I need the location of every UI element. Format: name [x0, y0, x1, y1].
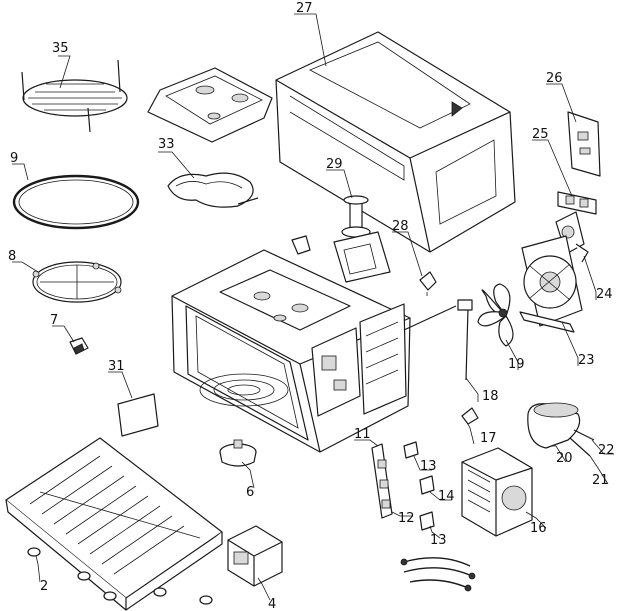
- leader-lines: [12, 13, 614, 601]
- callout-21: 21: [592, 473, 609, 488]
- callout-8: 8: [8, 249, 16, 264]
- part-17-spacer: [461, 407, 479, 425]
- callout-24: 24: [596, 287, 613, 302]
- callout-28: 28: [392, 219, 409, 234]
- part-29-stirrer: [291, 195, 391, 283]
- part-14-switch: [419, 475, 435, 495]
- part-9-ring: [12, 174, 140, 230]
- part-19-fan-blade: [477, 283, 514, 347]
- part-2-feet: [27, 547, 213, 605]
- part-28-support: [419, 271, 437, 296]
- part-13-switch-a: [403, 441, 419, 459]
- callout-35: 35: [52, 41, 69, 56]
- part-18-wire: [457, 299, 473, 381]
- callout-20: 20: [556, 451, 573, 466]
- callout-26: 26: [546, 71, 563, 86]
- callout-29: 29: [326, 157, 343, 172]
- part-31-mica-cover: [117, 393, 159, 437]
- part-26-control-board: [567, 111, 601, 177]
- callout-labels: 35 33 27 26 25 9 29 28 24 8 23 19 7 18 3…: [8, 1, 615, 611]
- callout-2: 2: [40, 579, 48, 594]
- callout-27: 27: [296, 1, 313, 16]
- part-27-cabinet: [275, 31, 516, 253]
- callout-33: 33: [158, 137, 175, 152]
- part-4-transformer: [227, 525, 283, 587]
- callout-31: 31: [108, 359, 125, 374]
- part-7-coupler: [69, 337, 89, 355]
- cavity-assembly: [171, 249, 457, 453]
- callout-9: 9: [10, 151, 18, 166]
- callout-13b: 13: [430, 533, 447, 548]
- callout-22: 22: [598, 443, 615, 458]
- callout-7: 7: [50, 313, 58, 328]
- part-8-roller-ring: [32, 261, 122, 303]
- callout-16: 16: [530, 521, 547, 536]
- base-plate: [5, 437, 223, 611]
- callout-19: 19: [508, 357, 525, 372]
- part-11-switch-holder: [371, 443, 393, 519]
- part-6-motor: [219, 439, 257, 467]
- callout-6: 6: [246, 485, 254, 500]
- callout-23: 23: [578, 353, 595, 368]
- callout-11: 11: [354, 427, 371, 442]
- callout-14: 14: [438, 489, 455, 504]
- part-23-fan-bracket: [519, 235, 583, 333]
- callout-12: 12: [398, 511, 415, 526]
- wire-harness: [400, 557, 476, 592]
- part-33-tray: [147, 67, 273, 143]
- part-13-switch-b: [419, 511, 435, 531]
- part-35-grill-rack: [21, 59, 128, 133]
- callout-13a: 13: [420, 459, 437, 474]
- callout-25: 25: [532, 127, 549, 142]
- part-33-heater: [167, 172, 259, 208]
- part-16-magnetron: [461, 447, 533, 537]
- callout-18: 18: [482, 389, 499, 404]
- callout-4: 4: [268, 597, 276, 611]
- part-25-switch-board: [557, 191, 597, 215]
- part-20-capacitor: [527, 402, 595, 457]
- callout-17: 17: [480, 431, 497, 446]
